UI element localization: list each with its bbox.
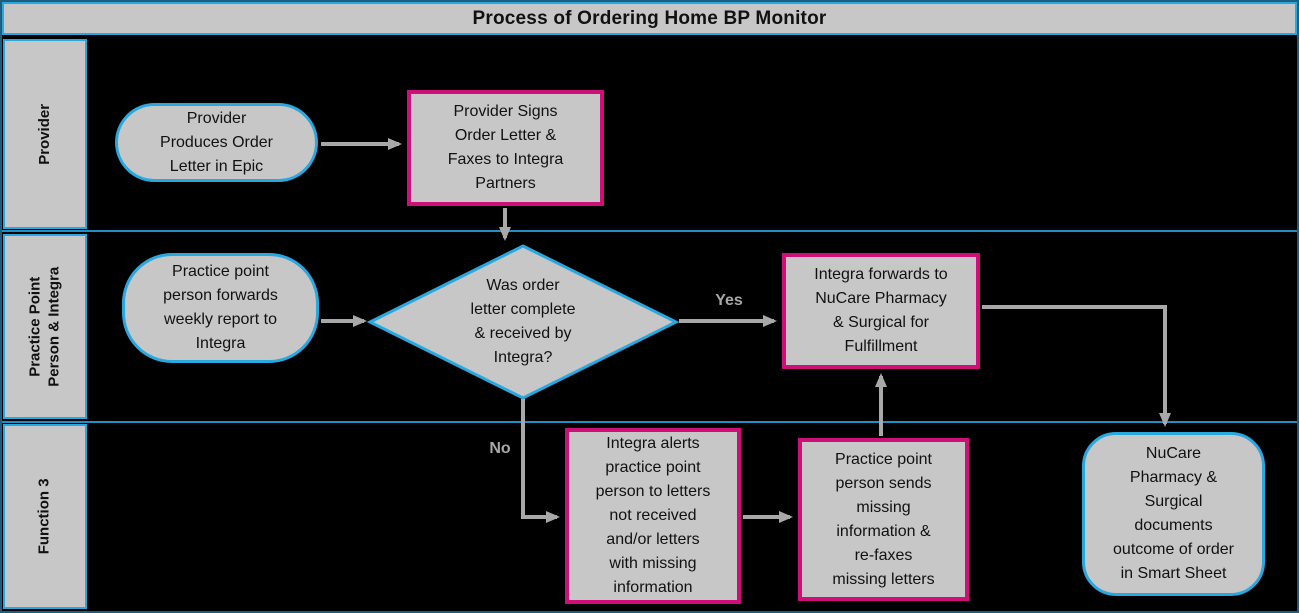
- lane-divider-2: [0, 421, 1299, 423]
- node-provider-produces-order: Provider Produces Order Letter in Epic: [115, 103, 318, 182]
- node-order-letter-complete-decision-text: Was order letter complete & received by …: [470, 277, 576, 366]
- decision-diamond-shape: [366, 244, 680, 400]
- lane-label-function-3: Function 3: [3, 424, 87, 609]
- lane-label-provider-text: Provider: [35, 103, 53, 165]
- node-integra-alerts-missing: Integra alerts practice point person to …: [565, 428, 741, 604]
- edge-label-no: No: [489, 440, 511, 457]
- diagram-title: Process of Ordering Home BP Monitor: [472, 7, 827, 29]
- node-integra-forwards-nucare-text: Integra forwards to NuCare Pharmacy & Su…: [814, 266, 948, 355]
- node-nucare-documents-outcome-text: NuCare Pharmacy & Surgical documents out…: [1113, 445, 1234, 582]
- lane-label-function-3-text: Function 3: [35, 478, 53, 555]
- node-integra-alerts-missing-text: Integra alerts practice point person to …: [595, 435, 711, 596]
- node-integra-forwards-nucare: Integra forwards to NuCare Pharmacy & Su…: [782, 253, 980, 369]
- node-provider-signs-faxes-text: Provider Signs Order Letter & Faxes to I…: [447, 103, 564, 192]
- node-practice-point-forwards-report: Practice point person forwards weekly re…: [122, 253, 319, 363]
- node-provider-produces-order-text: Provider Produces Order Letter in Epic: [160, 109, 273, 175]
- node-practice-point-sends-missing-text: Practice point person sends missing info…: [832, 450, 935, 588]
- lane-label-practice-point-integra-text: Practice Point Person & Integra: [26, 266, 62, 387]
- connector-forward-to-documents: [982, 305, 1171, 427]
- lane-label-provider: Provider: [3, 39, 87, 229]
- edge-label-yes: Yes: [715, 292, 743, 309]
- node-order-letter-complete-decision: Was order letter complete & received by …: [433, 274, 613, 370]
- node-nucare-documents-outcome: NuCare Pharmacy & Surgical documents out…: [1082, 432, 1265, 596]
- diagram-title-bar: Process of Ordering Home BP Monitor: [2, 2, 1297, 35]
- lane-label-practice-point-integra: Practice Point Person & Integra: [3, 234, 87, 419]
- lane-divider-1: [0, 230, 1299, 232]
- node-provider-signs-faxes: Provider Signs Order Letter & Faxes to I…: [407, 90, 604, 206]
- node-practice-point-forwards-report-text: Practice point person forwards weekly re…: [163, 263, 278, 352]
- node-practice-point-sends-missing: Practice point person sends missing info…: [798, 438, 969, 601]
- connector-decision-no-to-alerts: [521, 399, 560, 523]
